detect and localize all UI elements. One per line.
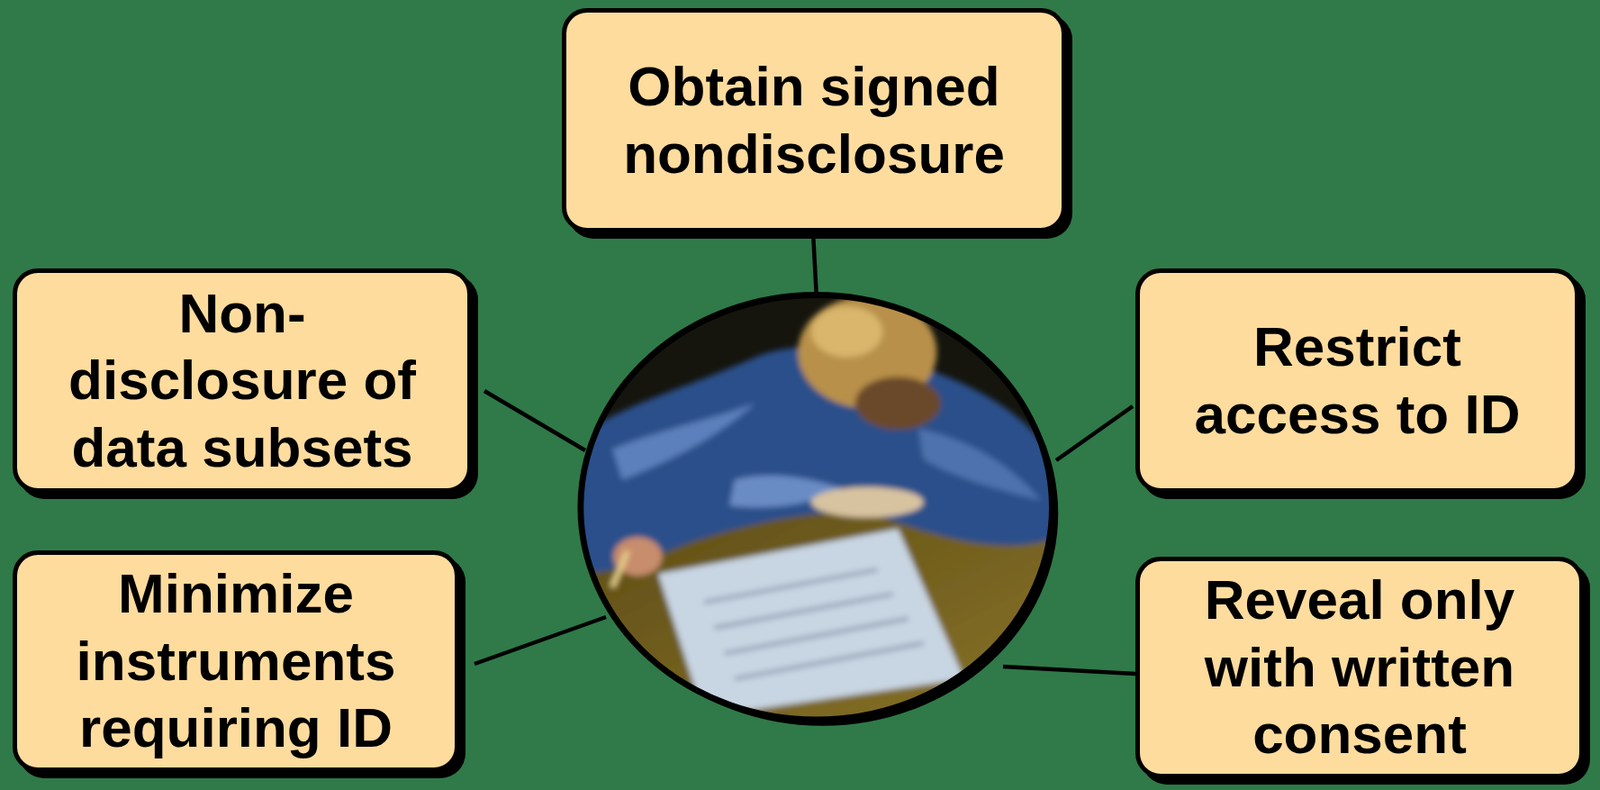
box-label: Non- disclosure of data subsets [40,280,444,481]
box-label: Minimize instruments requiring ID [40,560,432,761]
leader-line [1003,666,1136,674]
photo-frame [580,295,1053,720]
text-box: Minimize instruments requiring ID [12,550,460,771]
leader-line [484,390,586,451]
text-box: Reveal only with written consent [1135,556,1584,778]
photo-background [571,285,1062,735]
leader-line [474,616,606,664]
leader-line [1056,406,1133,461]
leader-line [813,232,817,299]
photo-group [571,285,1062,735]
shirt-highlight [612,403,756,480]
box-label: Reveal only with written consent [1163,566,1556,768]
text-box: Obtain signed nondisclosure [561,8,1067,233]
text-box: Restrict access to ID [1135,268,1580,493]
box-label: Obtain signed nondisclosure [589,53,1039,188]
hair-highlight [811,306,883,358]
pencil [612,551,628,588]
worksheet [658,528,965,717]
shirt-highlight [918,428,1041,500]
child-writing-photo [571,285,1062,735]
text-box: Non- disclosure of data subsets [12,268,472,493]
face [855,376,941,430]
worksheet-lines [704,569,924,678]
hand [811,487,924,518]
box-label: Restrict access to ID [1163,313,1552,448]
